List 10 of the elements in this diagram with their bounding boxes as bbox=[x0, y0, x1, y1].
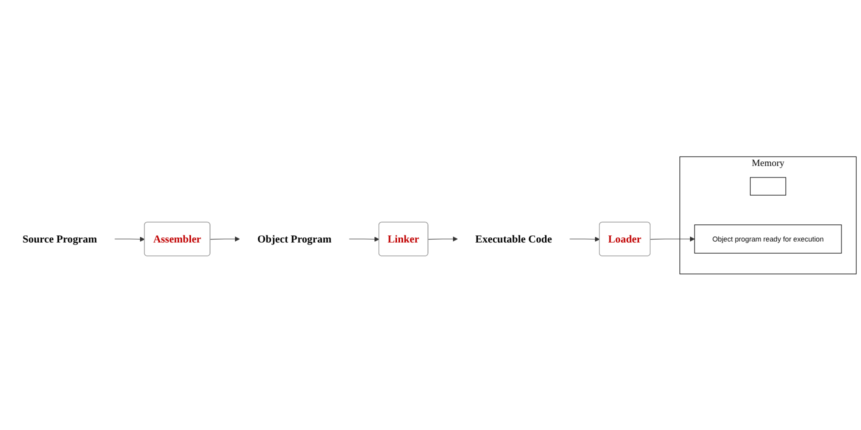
node-box bbox=[750, 176, 786, 196]
node-text: Source Program bbox=[22, 232, 97, 244]
node-text: Executable Code bbox=[475, 232, 552, 244]
arrow bbox=[210, 236, 240, 242]
arrow bbox=[428, 236, 458, 242]
node-text: Object Program bbox=[257, 232, 332, 244]
arrow bbox=[348, 236, 380, 242]
arrow bbox=[569, 236, 600, 242]
arrow bbox=[650, 236, 695, 242]
arrow bbox=[114, 236, 145, 242]
